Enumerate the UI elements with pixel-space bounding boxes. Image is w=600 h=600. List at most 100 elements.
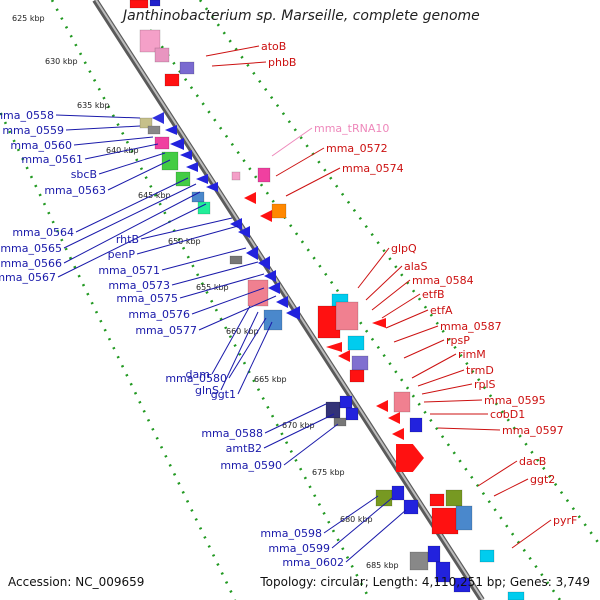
- right-gene-label[interactable]: trmD: [466, 364, 494, 377]
- gene-feature[interactable]: [396, 444, 424, 472]
- left-gene-label[interactable]: penP: [108, 248, 136, 261]
- gene-feature[interactable]: [139, 29, 161, 53]
- gene-feature[interactable]: [335, 301, 359, 331]
- right-gene-label[interactable]: pyrF: [553, 514, 577, 527]
- gene-feature[interactable]: [246, 246, 258, 260]
- gene-feature[interactable]: [409, 551, 429, 571]
- gene-feature[interactable]: [263, 309, 283, 331]
- left-gene-label[interactable]: mma_0576: [128, 308, 190, 321]
- gene-feature[interactable]: [264, 270, 276, 282]
- gene-feature[interactable]: [186, 162, 198, 172]
- left-gene-label[interactable]: dam: [186, 368, 210, 381]
- gene-feature[interactable]: [403, 499, 419, 515]
- gene-feature[interactable]: [230, 218, 242, 230]
- gene-feature[interactable]: [154, 47, 170, 63]
- left-gene-label[interactable]: mma_0573: [108, 279, 170, 292]
- right-gene-label[interactable]: rplS: [474, 378, 496, 391]
- gene-feature[interactable]: [180, 150, 192, 160]
- left-gene-label[interactable]: glnS: [195, 384, 219, 397]
- gene-feature[interactable]: [326, 342, 342, 352]
- left-gene-label[interactable]: mma_0566: [0, 257, 62, 270]
- gene-feature[interactable]: [351, 355, 369, 371]
- gene-feature[interactable]: [268, 282, 280, 294]
- left-gene-label[interactable]: rhtB: [116, 233, 139, 246]
- right-gene-label[interactable]: ggt2: [530, 473, 555, 486]
- gene-feature[interactable]: [376, 400, 388, 412]
- gene-feature[interactable]: [257, 167, 271, 183]
- left-gene-label[interactable]: mma_0602: [282, 556, 344, 569]
- gene-feature[interactable]: [338, 350, 350, 362]
- right-gene-label[interactable]: etfA: [430, 304, 453, 317]
- left-gene-label[interactable]: mma_0561: [21, 153, 83, 166]
- gene-feature[interactable]: [244, 192, 256, 204]
- left-gene-label[interactable]: mma_0575: [116, 292, 178, 305]
- gene-feature[interactable]: [375, 489, 393, 507]
- left-gene-label[interactable]: mma_0558: [0, 109, 54, 122]
- gene-feature[interactable]: [161, 151, 179, 171]
- gene-feature[interactable]: [276, 296, 288, 308]
- left-gene-label[interactable]: sbcB: [71, 168, 97, 181]
- right-gene-label[interactable]: alaS: [404, 260, 428, 273]
- gene-feature[interactable]: [333, 417, 347, 427]
- gene-feature[interactable]: [453, 577, 471, 593]
- left-gene-label[interactable]: mma_0567: [0, 271, 56, 284]
- right-gene-label[interactable]: atoB: [261, 40, 286, 53]
- gene-feature[interactable]: [429, 493, 445, 507]
- gene-feature[interactable]: [147, 125, 161, 135]
- gene-feature[interactable]: [271, 203, 287, 219]
- left-gene-label[interactable]: mma_0563: [44, 184, 106, 197]
- left-gene-label[interactable]: mma_0588: [201, 427, 263, 440]
- gene-feature[interactable]: [391, 485, 405, 501]
- left-gene-label[interactable]: mma_0565: [0, 242, 62, 255]
- gene-feature[interactable]: [179, 61, 195, 75]
- gene-feature[interactable]: [247, 279, 269, 307]
- left-gene-label[interactable]: mma_0559: [2, 124, 64, 137]
- gene-feature[interactable]: [325, 401, 341, 419]
- gene-feature[interactable]: [435, 561, 451, 583]
- gene-feature[interactable]: [165, 125, 177, 135]
- gene-feature[interactable]: [229, 255, 243, 265]
- right-gene-label[interactable]: cobD1: [490, 408, 525, 421]
- gene-feature[interactable]: [393, 391, 411, 413]
- right-gene-label[interactable]: rpsP: [446, 334, 470, 347]
- right-gene-label[interactable]: mma_0572: [326, 142, 388, 155]
- gene-feature[interactable]: [392, 428, 404, 440]
- gene-feature[interactable]: [507, 591, 525, 600]
- gene-feature[interactable]: [427, 545, 441, 563]
- gene-feature[interactable]: [347, 335, 365, 351]
- gene-feature[interactable]: [258, 256, 270, 270]
- left-gene-label[interactable]: amtB2: [226, 442, 262, 455]
- left-gene-label[interactable]: mma_0571: [98, 264, 160, 277]
- gene-feature[interactable]: [238, 226, 250, 238]
- gene-feature[interactable]: [445, 489, 463, 507]
- gene-feature[interactable]: [345, 407, 359, 421]
- right-gene-label[interactable]: mma_0597: [502, 424, 564, 437]
- right-gene-label[interactable]: mma_0574: [342, 162, 404, 175]
- left-gene-label[interactable]: mma_0599: [268, 542, 330, 555]
- left-gene-label[interactable]: mma_0590: [220, 459, 282, 472]
- left-gene-label[interactable]: mma_0580: [165, 372, 227, 385]
- gene-feature[interactable]: [372, 318, 386, 328]
- right-gene-label[interactable]: dacB: [519, 455, 546, 468]
- right-gene-label[interactable]: mma_0587: [440, 320, 502, 333]
- right-gene-label[interactable]: etfB: [422, 288, 445, 301]
- gene-feature[interactable]: [286, 306, 300, 320]
- left-gene-label[interactable]: mma_0577: [135, 324, 197, 337]
- gene-feature[interactable]: [260, 210, 272, 222]
- gene-feature[interactable]: [455, 505, 473, 531]
- gene-feature[interactable]: [231, 171, 241, 181]
- right-gene-label[interactable]: phbB: [268, 56, 296, 69]
- gene-feature[interactable]: [154, 136, 170, 150]
- gene-feature[interactable]: [164, 73, 180, 87]
- left-gene-label[interactable]: mma_0560: [10, 139, 72, 152]
- gene-feature[interactable]: [197, 201, 211, 215]
- gene-feature[interactable]: [349, 369, 365, 383]
- left-gene-label[interactable]: mma_0564: [12, 226, 74, 239]
- right-gene-label[interactable]: mma_0595: [484, 394, 546, 407]
- right-gene-label[interactable]: mma_0584: [412, 274, 474, 287]
- gene-feature[interactable]: [149, 0, 161, 7]
- gene-feature[interactable]: [431, 507, 459, 535]
- right-gene-label[interactable]: mma_tRNA10: [314, 122, 389, 135]
- gene-feature[interactable]: [129, 0, 149, 9]
- gene-feature[interactable]: [388, 412, 400, 424]
